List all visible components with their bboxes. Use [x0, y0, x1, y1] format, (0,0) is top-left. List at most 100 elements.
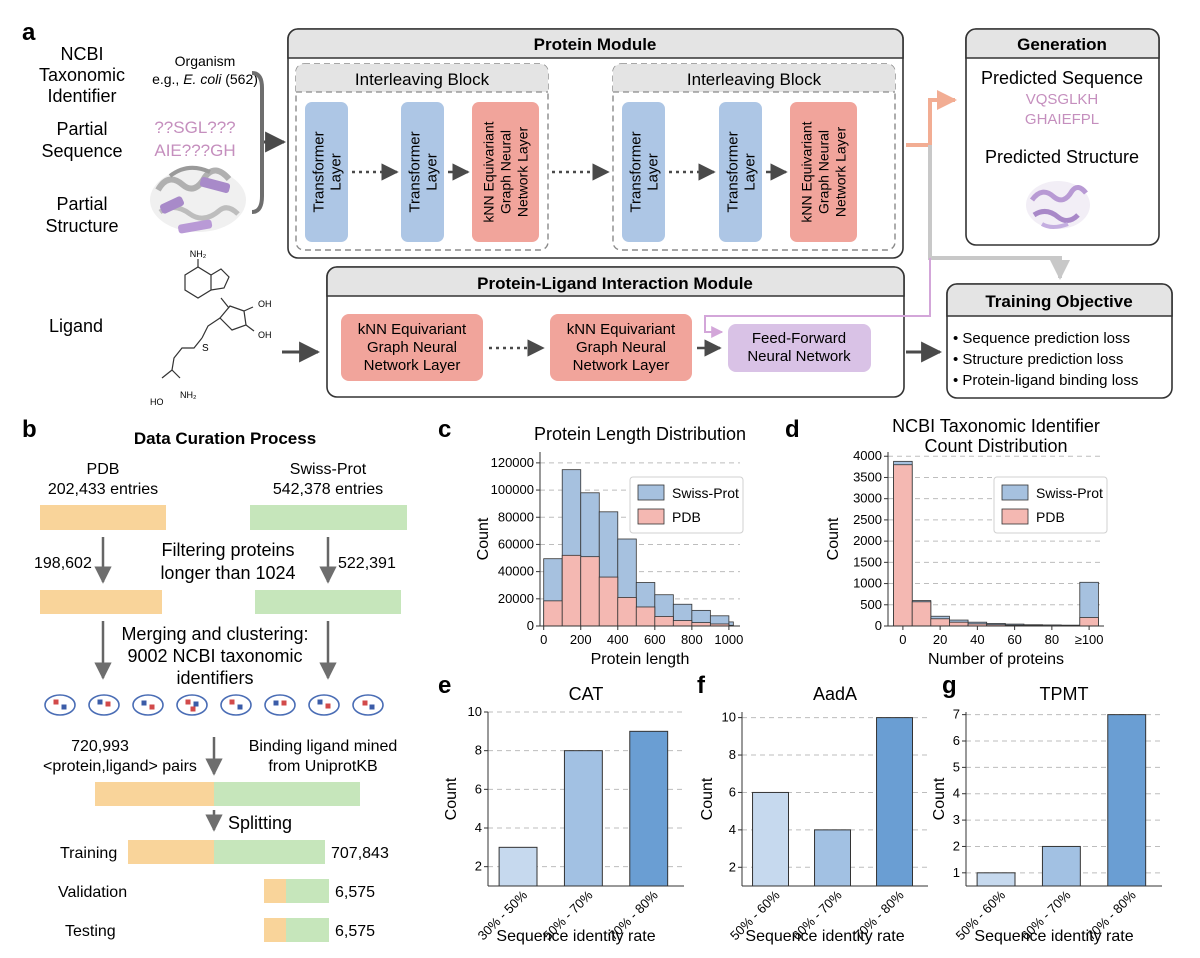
- x-tick-label: 400: [607, 632, 629, 647]
- generation-title: Generation: [1017, 35, 1107, 54]
- x-tick-label: 800: [681, 632, 703, 647]
- pdb-bar: [654, 616, 674, 627]
- bar-2: [814, 829, 851, 887]
- legend-label-pdb: PDB: [672, 509, 701, 525]
- transformer-layer-2b: [719, 102, 762, 242]
- transformer-layer-1b: [401, 102, 444, 242]
- training-objective-box: Training Objective • Sequence prediction…: [946, 283, 1173, 399]
- x-axis-label: Number of proteins: [928, 651, 1064, 668]
- y-tick-label: 10: [468, 704, 482, 719]
- x-axis-label: Sequence identity rate: [496, 928, 655, 945]
- cluster-dot: [149, 704, 155, 710]
- organism-label: Organism: [175, 53, 236, 69]
- filter-text-line2: longer than 1024: [160, 563, 295, 583]
- merge-text-line3: identifiers: [176, 668, 253, 688]
- testing-bar-pdb: [264, 918, 286, 942]
- partial-sequence-label-line1: Partial: [56, 119, 107, 139]
- merged-bar-pdb: [95, 782, 214, 806]
- curation-title: Data Curation Process: [134, 429, 316, 448]
- split-testing-label: Testing: [65, 923, 116, 940]
- cluster-circle: [352, 694, 384, 716]
- predicted-structure-image: [1026, 181, 1090, 229]
- legend-label-swiss-prot: Swiss-Prot: [1036, 485, 1103, 501]
- x-axis-label: Sequence identity rate: [974, 928, 1133, 945]
- y-axis-label: Count: [825, 517, 842, 560]
- interaction-module-title: Protein-Ligand Interaction Module: [477, 274, 753, 293]
- validation-bar-swiss: [286, 879, 329, 903]
- cluster-dot: [97, 699, 103, 705]
- pdb-bar: [949, 621, 969, 627]
- cluster-dot: [190, 706, 196, 712]
- validation-bar-pdb: [264, 879, 286, 903]
- cluster-dot: [362, 700, 368, 706]
- chart-title: AadA: [813, 684, 857, 704]
- protein-module: Protein Module Interleaving Block Transf…: [287, 28, 904, 259]
- panel-label-g: g: [942, 672, 957, 699]
- pdb-entries: 202,433 entries: [48, 481, 158, 498]
- cluster-circle: [308, 694, 340, 716]
- x-tick-label: 40: [970, 632, 984, 647]
- y-tick-label: 4: [953, 786, 960, 801]
- x-tick-label: 1000: [714, 632, 743, 647]
- legend-label-swiss-prot: Swiss-Prot: [672, 485, 739, 501]
- y-tick-label: 10: [722, 710, 736, 725]
- pdb-bar: [617, 597, 637, 627]
- y-tick-label: 7: [953, 707, 960, 722]
- ligand-ho: HO: [150, 397, 164, 407]
- swiss-after-filter: 522,391: [338, 555, 396, 572]
- merge-text-line1: Merging and clustering:: [121, 624, 308, 644]
- bar-2: [1041, 845, 1081, 887]
- gnn-layer-1-label: kNN EquivariantGraph NeuralNetwork Layer: [481, 121, 531, 222]
- y-tick-label: 60000: [498, 536, 534, 551]
- pdb-bar: [911, 601, 932, 627]
- x-tick-label: 60: [1007, 632, 1021, 647]
- cluster-dot: [325, 703, 331, 709]
- partial-structure-label-line2: Structure: [45, 216, 118, 236]
- y-tick-label: 0: [875, 618, 882, 633]
- legend-swatch-pdb: [637, 508, 665, 525]
- transformer-layer-1a: [305, 102, 348, 242]
- protein-module-title: Protein Module: [534, 35, 657, 54]
- y-tick-label: 6: [475, 781, 482, 796]
- y-tick-label: 4: [729, 822, 736, 837]
- ligand-oh-1: OH: [258, 299, 272, 309]
- ligand-mined-line1: Binding ligand mined: [249, 738, 398, 755]
- legend-swatch-swiss-prot: [637, 484, 665, 501]
- cluster-dot: [369, 704, 375, 710]
- y-tick-label: 5: [953, 759, 960, 774]
- training-objective-item-3: • Protein-ligand binding loss: [953, 372, 1138, 389]
- training-objective-item-2: • Structure prediction loss: [953, 351, 1123, 368]
- swiss-bar: [250, 505, 407, 530]
- predicted-sequence-line1: VQSGLKH: [1026, 91, 1099, 108]
- pdb-filtered-bar: [40, 590, 162, 614]
- x-tick-label: 0: [899, 632, 906, 647]
- bar-3: [876, 717, 913, 887]
- pdb-bar: [598, 576, 619, 627]
- y-tick-label: 8: [475, 743, 482, 758]
- x-tick-label: 80: [1045, 632, 1059, 647]
- y-tick-label: 1000: [853, 576, 882, 591]
- swiss-entries: 542,378 entries: [273, 481, 383, 498]
- ncbi-label-line1: NCBI: [60, 44, 103, 64]
- y-tick-label: 1500: [853, 554, 882, 569]
- cluster-circle: [88, 694, 120, 716]
- pdb-bar: [40, 505, 166, 530]
- pdb-bar: [691, 622, 711, 627]
- splitting-label: Splitting: [228, 813, 292, 833]
- split-training-value: 707,843: [331, 845, 389, 862]
- interleaving-block-1: Interleaving Block TransformerLayer Tran…: [295, 63, 549, 251]
- filter-text-line1: Filtering proteins: [161, 540, 294, 560]
- cluster-dot: [61, 704, 67, 710]
- pdb-bar: [543, 600, 563, 627]
- y-axis-label: Count: [931, 777, 948, 820]
- predicted-sequence-label: Predicted Sequence: [981, 68, 1143, 88]
- pairs-count: 720,993: [71, 738, 129, 755]
- training-bar-swiss: [214, 840, 325, 864]
- transformer-layer-1b-label: TransformerLayer: [407, 131, 441, 212]
- pdb-bar: [893, 464, 913, 627]
- y-tick-label: 3500: [853, 469, 882, 484]
